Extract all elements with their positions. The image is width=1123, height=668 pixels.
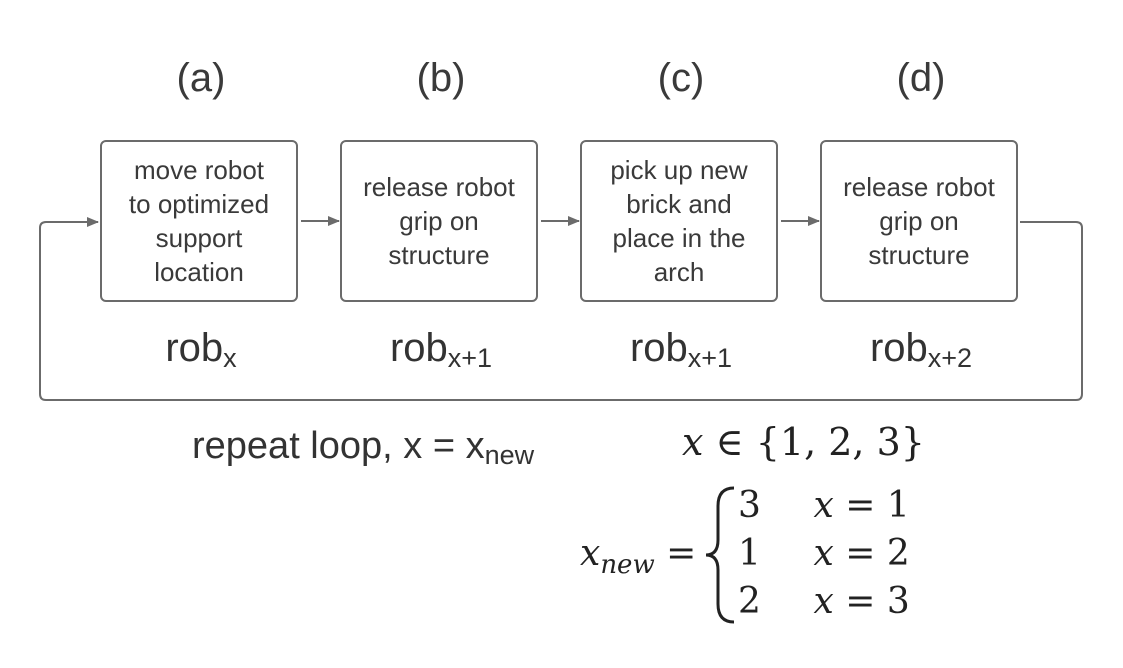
loop-caption-subscript: new	[484, 440, 535, 470]
case-condition: x = 1	[813, 485, 909, 526]
xnew-lhs: xnew =	[580, 530, 696, 589]
case-condition-variable: x	[813, 485, 834, 526]
loop-caption: repeat loop, x = xnew	[192, 424, 534, 477]
step-b-robot-index: x+1	[447, 343, 493, 373]
step-c-robot-base: rob	[629, 326, 688, 370]
case-row: 2 x = 3	[738, 580, 910, 624]
case-value: 2	[738, 581, 761, 622]
case-row: 1 x = 2	[738, 532, 910, 576]
xnew-variable: x	[580, 533, 601, 574]
case-condition: x = 2	[813, 533, 909, 574]
loop-caption-text: repeat loop, x = x	[192, 425, 485, 467]
set-variable: x	[682, 420, 704, 464]
xnew-subscript: new	[600, 550, 655, 580]
case-condition-rest: = 1	[845, 485, 910, 526]
step-c-robot-label: robx+1	[581, 326, 781, 380]
step-d-letter: (d)	[896, 56, 946, 100]
case-value: 1	[738, 533, 761, 574]
step-b-text: release robot grip on structure	[363, 172, 515, 270]
step-d-robot-label: robx+2	[821, 326, 1021, 380]
step-a-text: move robot to optimized support location	[128, 155, 270, 287]
case-condition-rest: = 2	[845, 533, 910, 574]
case-row: 3 x = 1	[738, 484, 910, 528]
step-a-robot-base: rob	[165, 326, 224, 370]
step-b-box: release robot grip on structure	[340, 140, 538, 302]
case-condition-rest: = 3	[845, 581, 910, 622]
case-condition-variable: x	[813, 581, 834, 622]
xnew-equals: =	[666, 533, 697, 574]
step-d-robot-index: x+2	[927, 343, 973, 373]
set-membership: ∈ {1, 2, 3}	[715, 420, 925, 464]
set-definition: x ∈ {1, 2, 3}	[682, 418, 925, 466]
loop-feedback-line	[39, 217, 1083, 401]
step-d-robot-base: rob	[869, 326, 928, 370]
step-b-robot-label: robx+1	[341, 326, 541, 380]
step-a-robot-index: x	[223, 343, 237, 373]
step-a-robot-label: robx	[101, 326, 301, 380]
step-d-box: release robot grip on structure	[820, 140, 1018, 302]
step-a-letter: (a)	[176, 56, 226, 100]
case-condition-variable: x	[813, 533, 834, 574]
step-d-text: release robot grip on structure	[843, 172, 995, 270]
step-c-letter: (c)	[657, 56, 705, 100]
step-c-robot-index: x+1	[687, 343, 733, 373]
step-c-box: pick up new brick and place in the arch	[580, 140, 778, 302]
step-b-robot-base: rob	[389, 326, 448, 370]
case-value: 3	[738, 485, 761, 526]
cases-brace	[705, 486, 735, 624]
step-b-letter: (b)	[416, 56, 466, 100]
case-condition: x = 3	[813, 581, 909, 622]
step-c-text: pick up new brick and place in the arch	[610, 155, 748, 287]
step-a-box: move robot to optimized support location	[100, 140, 298, 302]
